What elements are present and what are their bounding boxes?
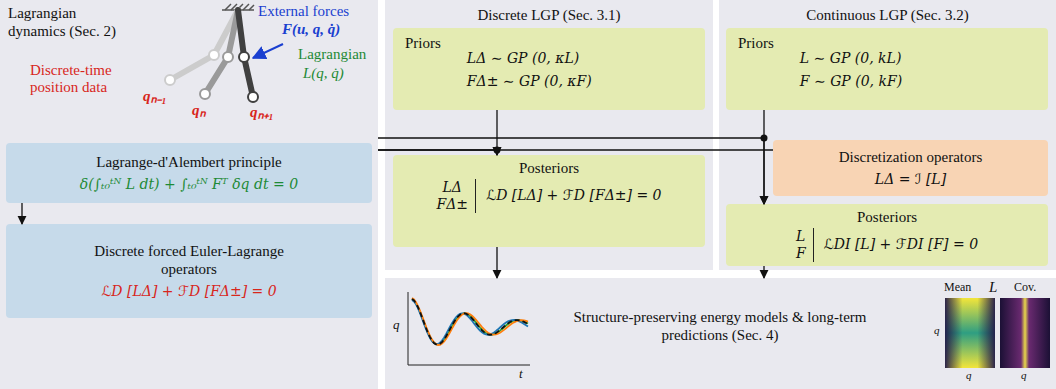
formula-column: LΔ ∼ GP (0, κL) FΔ± ∼ GP (0, κF) — [467, 50, 592, 96]
heatmap-title: Cov. — [1014, 281, 1036, 295]
panel-title: Discrete LGP (Sec. 3.1) — [385, 6, 713, 24]
formula: L — [796, 228, 805, 245]
axis-label: q — [934, 324, 940, 337]
operator-box: Discretization operators LΔ = ℐ [L] — [773, 140, 1048, 196]
given-bar: LΔFΔ± — [437, 179, 477, 213]
heatmap-title: Mean — [944, 281, 971, 295]
prediction-plot — [408, 292, 530, 365]
trajectory-curve — [412, 298, 528, 345]
formula: F ∼ GP (0, kF) — [800, 73, 902, 90]
box-heading: Lagrange-d'Alembert principle — [96, 153, 282, 171]
formula: LΔ — [443, 179, 462, 196]
principle-box: Lagrange-d'Alembert principle δ(∫ₜ₀ᵗᴺ L d… — [6, 143, 372, 203]
formula: ℒDI [L] + ℱDI [F] = 0 — [824, 236, 979, 253]
force-symbol: F(u, q, q̇) — [282, 21, 340, 38]
mean-heatmap — [945, 298, 995, 368]
axis-label: t — [519, 367, 523, 382]
panel-title: Continuous LGP (Sec. 3.2) — [719, 6, 1056, 24]
continuous-panel: Continuous LGP (Sec. 3.2) Priors L ∼ GP (0… — [719, 0, 1056, 270]
priors-box: Priors L ∼ GP (0, kL) F ∼ GP (0, kF) — [726, 28, 1048, 110]
box-heading: Posteriors — [857, 208, 917, 226]
position-label: qₙ₋₁ — [143, 88, 167, 105]
formula: FΔ± — [437, 196, 469, 213]
priors-box: Priors LΔ ∼ GP (0, κL) FΔ± ∼ GP (0, κF) — [393, 28, 705, 110]
posteriors-box: PosteriorsLF ℒDI [L] + ℱDI [F] = 0 — [726, 204, 1048, 266]
formula: δ(∫ₜ₀ᵗᴺ L dt) + ∫ₜ₀ᵗᴺ Fᵀ δq dt = 0 — [80, 176, 298, 193]
position-label: qₙ — [192, 102, 206, 119]
trajectory-curve — [412, 299, 528, 345]
covariance-heatmap — [1000, 298, 1050, 368]
axis-label: q — [1021, 369, 1027, 382]
formula: L ∼ GP (0, kL) — [800, 50, 902, 67]
posteriors-box: PosteriorsLΔFΔ± ℒD [LΔ] + ℱD [FΔ±] = 0 — [393, 155, 705, 247]
trajectory-curve — [412, 300, 528, 344]
panel-title: Lagrangian dynamics (Sec. 2) — [8, 4, 128, 40]
data-label: Discrete-time position data — [30, 62, 140, 97]
formula-column: L ∼ GP (0, kL) F ∼ GP (0, kF) — [800, 50, 902, 96]
box-heading: Priors — [738, 34, 774, 52]
box-heading: Discretization operators — [839, 148, 983, 166]
box-heading: Posteriors — [519, 159, 579, 177]
formula: ℒD [LΔ] + ℱD [FΔ±] = 0 — [101, 283, 276, 300]
operator-box: Discrete forced Euler-Lagrange operators… — [6, 224, 372, 318]
formula: LΔ = ℐ [L] — [875, 171, 946, 188]
discrete-panel: Discrete LGP (Sec. 3.1) Priors LΔ ∼ GP (0,… — [385, 0, 713, 270]
panel-title: Structure-preserving energy models & lon… — [550, 308, 890, 344]
connector — [496, 247, 497, 278]
formula: ℒD [LΔ] + ℱD [FΔ±] = 0 — [486, 187, 661, 204]
lagrangian-symbol: L(q, q̇) — [303, 65, 344, 82]
connector — [496, 110, 497, 155]
connector — [21, 203, 22, 224]
posterior-row: LF ℒDI [L] + ℱDI [F] = 0 — [796, 228, 978, 262]
box-heading: Priors — [405, 34, 441, 52]
axis-label: q — [393, 318, 400, 333]
formula: F — [796, 245, 806, 262]
force-label: External forces — [258, 3, 349, 20]
connector — [378, 138, 764, 204]
connector — [378, 149, 773, 150]
connector — [763, 266, 764, 278]
formula: LΔ ∼ GP (0, κL) — [467, 50, 592, 67]
formula: FΔ± ∼ GP (0, κF) — [467, 73, 592, 90]
edge-group — [22, 110, 773, 278]
force-arrow — [253, 44, 283, 58]
position-label: qₙ₊₁ — [250, 104, 274, 121]
prediction-curves — [412, 298, 528, 345]
box-heading: Discrete forced Euler-Lagrange operators — [74, 242, 304, 278]
given-bar: LF — [796, 228, 814, 262]
lagrangian-label: Lagrangian — [298, 46, 366, 63]
axis-label: q — [966, 369, 972, 382]
pendulum-n — [200, 10, 238, 99]
trajectory-curve — [412, 299, 528, 345]
heatmap-title: L — [989, 279, 997, 296]
connector — [378, 150, 497, 155]
posterior-row: LΔFΔ± ℒD [LΔ] + ℱD [FΔ±] = 0 — [437, 179, 662, 213]
connector — [763, 110, 764, 204]
